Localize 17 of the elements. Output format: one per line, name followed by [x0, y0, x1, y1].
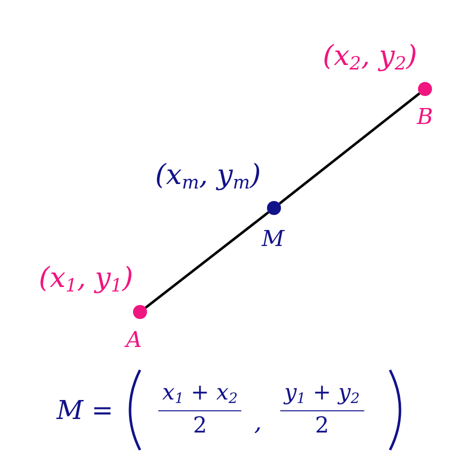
- formula-text: M =: [56, 398, 114, 424]
- comma: ,: [254, 410, 262, 434]
- coordinate-label: (x$_{1}$, y$_{1}$): [38, 264, 134, 296]
- fraction-denominator: 2: [315, 412, 329, 439]
- coordinate-label: (x$_{2}$, y$_{2}$): [322, 42, 418, 74]
- fraction-numerator: x$_{1}$ + x$_{2}$: [158, 381, 242, 412]
- point-label: A: [126, 330, 142, 352]
- line-segment: [278, 92, 420, 205]
- coordinate-label: (x$_{m}$, y$_{m}$): [155, 161, 261, 193]
- point-dot: [133, 305, 147, 319]
- point-label: B: [416, 107, 434, 129]
- point-dot: [267, 201, 281, 215]
- fraction-denominator: 2: [193, 412, 207, 439]
- point-dot: [418, 82, 432, 96]
- line-segment: [144, 211, 270, 309]
- fraction-numerator: y$_{1}$ + y$_{2}$: [280, 381, 364, 412]
- point-label: M: [262, 229, 284, 251]
